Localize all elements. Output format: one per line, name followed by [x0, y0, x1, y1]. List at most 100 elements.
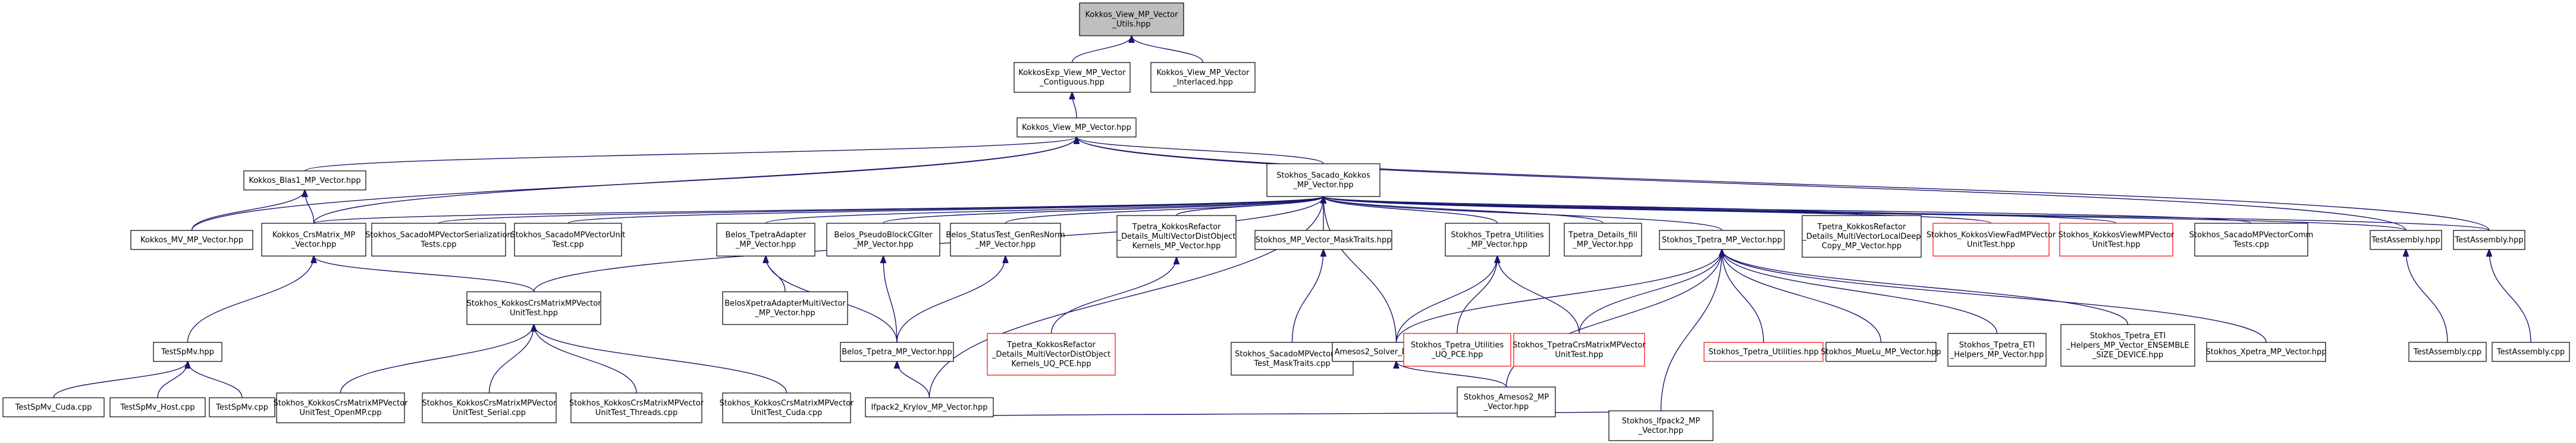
node-box	[2206, 342, 2326, 362]
node-label: Stokhos_Tpetra_ETI	[2090, 332, 2166, 341]
graph-node[interactable]: Stokhos_KokkosCrsMatrixMPVectorUnitTest.…	[466, 291, 601, 325]
node-box	[2408, 342, 2487, 362]
graph-node[interactable]: Tpetra_Details_fill_MP_Vector.hpp	[1564, 223, 1642, 257]
node-label: Stokhos_Xpetra_MP_Vector.hpp	[2205, 348, 2326, 357]
edge-n9-to-n5	[567, 196, 1323, 224]
node-label: _Vector.hpp	[291, 241, 337, 249]
node-label: Tests.cpp	[2233, 241, 2269, 249]
graph-node[interactable]: Belos_StatusTest_GenResNorm_MP_Vector.hp…	[946, 223, 1065, 257]
graph-node[interactable]: Kokkos_View_MP_Vector_Utils.hpp	[1079, 2, 1184, 36]
node-box	[1445, 223, 1550, 257]
edge-n16-to-n5	[1323, 196, 1604, 224]
node-label: _MP_Vector.hpp	[975, 241, 1036, 249]
graph-node[interactable]: TestAssembly.hpp	[2453, 230, 2525, 250]
graph-node[interactable]: Stokhos_KokkosCrsMatrixMPVectorUnitTest_…	[719, 392, 854, 423]
graph-node[interactable]: Ifpack2_Krylov_MP_Vector.hpp	[865, 397, 994, 417]
node-label: Kokkos_CrsMatrix_MP	[272, 231, 355, 240]
graph-node[interactable]: Stokhos_KokkosViewFadMPVectorUnitTest.hp…	[1926, 223, 2056, 257]
node-label: _Helpers_MP_Vector_ENSEMBLE	[2066, 341, 2189, 350]
edge-n7-to-n3	[313, 137, 1077, 224]
graph-node[interactable]: TestAssembly.cpp	[2408, 342, 2487, 362]
node-label: Kernels_UQ_PCE.hpp	[1011, 360, 1091, 369]
graph-node[interactable]: Stokhos_Tpetra_Utilities_MP_Vector.hpp	[1445, 223, 1550, 257]
graph-node[interactable]: TestSpMv.cpp	[209, 397, 275, 417]
graph-node[interactable]: Tpetra_KokkosRefactor_Details_MultiVecto…	[987, 333, 1116, 376]
node-box	[950, 223, 1061, 257]
graph-node[interactable]: TestSpMv_Host.cpp	[109, 397, 206, 417]
graph-node[interactable]: Stokhos_Tpetra_MP_Vector.hpp	[1659, 230, 1785, 250]
node-box	[1266, 163, 1380, 197]
node-box	[2492, 342, 2570, 362]
edge-n37-to-n17	[1722, 249, 2267, 343]
graph-node[interactable]: Stokhos_KokkosCrsMatrixMPVectorUnitTest_…	[569, 392, 704, 423]
graph-node[interactable]: Stokhos_Tpetra_ETI_Helpers_MP_Vector.hpp	[1947, 333, 2047, 367]
graph-node[interactable]: Tpetra_KokkosRefactor_Details_MultiVecto…	[1116, 215, 1237, 258]
graph-node[interactable]: TestAssembly.cpp	[2492, 342, 2570, 362]
graph-node[interactable]: Stokhos_SacadoMPVectorSerializationTests…	[365, 223, 512, 257]
graph-node[interactable]: Kokkos_MV_MP_Vector.hpp	[130, 230, 253, 250]
graph-node[interactable]: Stokhos_Tpetra_ETI_Helpers_MP_Vector_ENS…	[2060, 324, 2195, 367]
graph-node[interactable]: TestAssembly.hpp	[2370, 230, 2442, 250]
graph-node[interactable]: Stokhos_MueLu_MP_Vector.hpp	[1821, 342, 1941, 362]
node-label: Kokkos_View_MP_Vector	[1157, 68, 1250, 77]
graph-node[interactable]: Stokhos_Amesos2_MP_Vector.hpp	[1457, 386, 1556, 417]
graph-node[interactable]: Stokhos_MP_Vector_MaskTraits.hpp	[1254, 230, 1392, 250]
graph-node[interactable]: TestSpMv_Cuda.cpp	[2, 397, 105, 417]
node-label: Stokhos_SacadoMPVectorSerialization	[365, 231, 512, 240]
node-label: BelosXpetraAdapterMultiVector	[724, 300, 846, 308]
node-label: Tpetra_KokkosRefactor	[1132, 223, 1221, 232]
graph-node[interactable]: KokkosExp_View_MP_Vector_Contiguous.hpp	[1014, 62, 1131, 93]
edge-n1-to-n0	[1071, 36, 1132, 63]
graph-node[interactable]: Belos_PseudoBlockCGIter_MP_Vector.hpp	[826, 223, 940, 257]
node-label: UnitTest.hpp	[1967, 241, 2015, 249]
node-label: Stokhos_KokkosCrsMatrixMPVector	[422, 399, 557, 408]
graph-node[interactable]: Stokhos_Xpetra_MP_Vector.hpp	[2205, 342, 2327, 362]
node-box	[371, 223, 506, 257]
node-box	[109, 397, 206, 417]
graph-node[interactable]: Stokhos_KokkosCrsMatrixMPVectorUnitTest_…	[273, 392, 408, 423]
edge-n17-to-n5	[1323, 196, 1722, 231]
graph-node[interactable]: Belos_TpetraAdapter_MP_Vector.hpp	[716, 223, 815, 257]
node-box	[153, 342, 222, 362]
node-label: _MP_Vector.hpp	[735, 241, 796, 249]
node-label: Belos_TpetraAdapter	[726, 231, 807, 240]
graph-node[interactable]: Kokkos_View_MP_Vector_Interlaced.hpp	[1150, 62, 1256, 93]
node-label: _UQ_PCE.hpp	[1431, 351, 1483, 360]
graph-node[interactable]: Stokhos_KokkosCrsMatrixMPVectorUnitTest_…	[422, 392, 557, 423]
node-label: TestSpMv.hpp	[161, 348, 214, 357]
edge-n32-to-n15	[1498, 256, 1580, 334]
graph-node[interactable]: Kokkos_Blas1_MP_Vector.hpp	[243, 170, 366, 191]
graph-node[interactable]: TestSpMv.hpp	[153, 342, 222, 362]
node-box	[2060, 324, 2195, 367]
node-label: _Utils.hpp	[1112, 20, 1151, 29]
graph-node[interactable]: Stokhos_Ifpack2_MP_Vector.hpp	[1608, 410, 1714, 441]
node-label: Stokhos_KokkosCrsMatrixMPVector	[569, 399, 704, 408]
graph-node[interactable]: Tpetra_KokkosRefactor_Details_MultiVecto…	[1802, 215, 1922, 258]
edge-n39-to-n23	[2489, 249, 2531, 343]
node-label: _Interlaced.hpp	[1172, 78, 1233, 87]
node-box	[1802, 215, 1922, 258]
node-label: _MP_Vector.hpp	[1467, 241, 1527, 249]
edge-n35-to-n17	[1722, 249, 1998, 334]
edge-n7-to-n4	[305, 190, 315, 224]
graph-node[interactable]: Belos_Tpetra_MP_Vector.hpp	[840, 342, 954, 362]
graph-node[interactable]: Stokhos_Sacado_Kokkos_MP_Vector.hpp	[1266, 163, 1380, 197]
node-label: Stokhos_KokkosCrsMatrixMPVector	[466, 300, 601, 308]
node-label: Stokhos_KokkosViewFadMPVector	[1926, 231, 2056, 240]
graph-node[interactable]: Kokkos_View_MP_Vector.hpp	[1016, 117, 1137, 138]
node-label: Stokhos_SacadoMPVectorComm	[2189, 231, 2314, 240]
node-box	[276, 392, 405, 423]
node-box	[261, 223, 366, 257]
node-label: Kokkos_View_MP_Vector	[1085, 11, 1179, 20]
graph-node[interactable]: Stokhos_Tpetra_Utilities.hpp	[1703, 342, 1824, 362]
graph-node[interactable]: BelosXpetraAdapterMultiVector_MP_Vector.…	[722, 291, 848, 325]
graph-node[interactable]: Stokhos_TpetraCrsMatrixMPVectorUnitTest.…	[1513, 333, 1646, 367]
node-box	[716, 223, 815, 257]
graph-node[interactable]: Kokkos_CrsMatrix_MP_Vector.hpp	[261, 223, 366, 257]
edge-n32-to-n17	[1579, 249, 1722, 334]
graph-node[interactable]: Stokhos_Tpetra_Utilities_UQ_PCE.hpp	[1403, 333, 1511, 367]
